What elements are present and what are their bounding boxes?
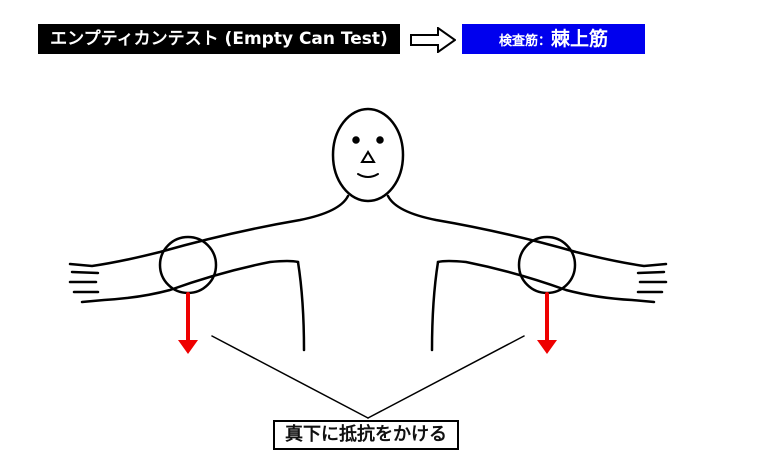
pointer-line-left: [211, 335, 369, 419]
test-title: エンプティカンテスト (Empty Can Test): [38, 24, 400, 54]
left-upper-outline: [68, 194, 350, 304]
right-force-arrow: [537, 292, 557, 354]
right-torso: [430, 260, 440, 352]
right-arrow-icon: [410, 27, 456, 53]
nose: [360, 150, 376, 163]
tested-muscle-box: 検査筋：棘上筋: [462, 24, 645, 54]
head: [331, 107, 405, 203]
right-eye: [376, 136, 384, 144]
instruction-label: 真下に抵抗をかける: [273, 420, 459, 450]
left-eye: [352, 136, 360, 144]
tested-muscle-name: 棘上筋: [551, 28, 609, 50]
mouth: [357, 173, 379, 178]
left-torso: [296, 260, 306, 352]
tested-muscle-label: 検査筋：: [498, 34, 551, 49]
left-force-arrow: [178, 292, 198, 354]
pointer-line-right: [367, 335, 525, 419]
right-upper-outline: [386, 194, 668, 304]
